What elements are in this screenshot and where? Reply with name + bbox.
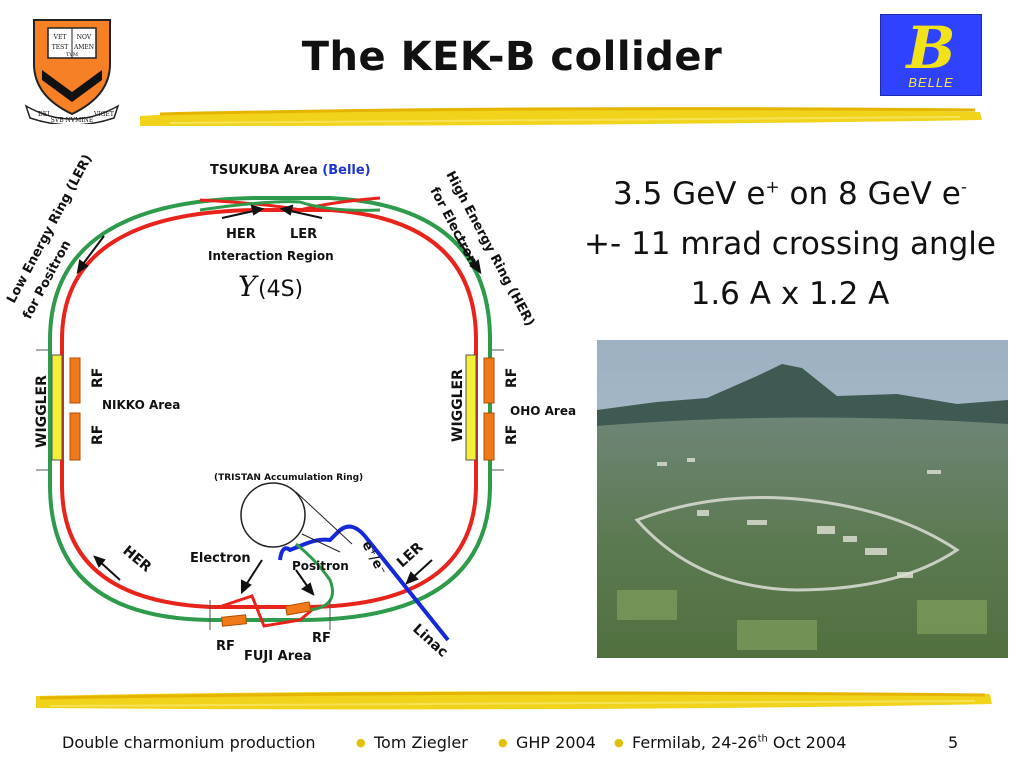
shield-book-text-2: NOV — [77, 34, 92, 41]
footer-talk-title: Double charmonium production — [62, 733, 316, 752]
shield-motto-3: VIGET — [93, 111, 114, 118]
footer-bullet-2: ● — [498, 736, 508, 749]
slide-footer: Double charmonium production ● Tom Ziegl… — [40, 733, 1000, 755]
shield-book-text-3: TEST — [52, 44, 69, 51]
rf-cavity-right-top — [483, 357, 495, 404]
kekb-ring-diagram: TSUKUBA Area (Belle) HER LER Interaction… — [4, 152, 576, 664]
beam-current-line: 1.6 A x 1.2 A — [690, 276, 890, 312]
rf-cavity-right-bottom — [483, 412, 495, 461]
electron-label: Electron — [190, 551, 251, 566]
tristan-label: (TRISTAN Accumulation Ring) — [214, 473, 363, 483]
rf-right-bottom-label: RF — [504, 425, 520, 445]
rf-cavity-fuji-right — [284, 601, 312, 616]
footer-separator-brush — [36, 691, 992, 710]
footer-bullet-3: ● — [614, 736, 624, 749]
upsilon-state: (4S) — [258, 277, 303, 302]
rf-cavity-fuji-left — [221, 614, 248, 627]
nikko-area-label: NIKKO Area — [102, 398, 180, 412]
footer-author: Tom Ziegler — [374, 733, 468, 752]
her-bottom-label: HER — [119, 543, 154, 576]
positron-injection-line — [295, 542, 334, 612]
fuji-area-label: FUJI Area — [244, 649, 312, 664]
wiggler-right-label: WIGGLER — [450, 369, 466, 442]
crossing-angle-line: +- 11 mrad crossing angle — [584, 226, 996, 262]
footer-conference: GHP 2004 — [516, 733, 596, 752]
aerial-photo — [597, 340, 1008, 658]
shield-motto-2: SVB NVMINE — [51, 117, 94, 124]
interaction-region-label: Interaction Region — [208, 249, 334, 263]
footer-bullet-1: ● — [356, 736, 366, 749]
her-top-label: HER — [226, 227, 256, 242]
positron-label: Positron — [292, 559, 349, 573]
title-underline-brush — [140, 107, 982, 126]
upsilon-symbol: Υ — [238, 270, 259, 303]
shield-book-text-5: TVM — [66, 52, 78, 58]
rf-cavity-left-bottom — [69, 412, 81, 461]
shield-book-text-4: AMEN — [73, 44, 94, 51]
rf-fuji-right-label: RF — [312, 631, 331, 646]
page-number: 5 — [948, 733, 959, 752]
tristan-ring — [240, 482, 306, 548]
rf-fuji-left-label: RF — [216, 639, 235, 654]
rf-left-top-label: RF — [90, 368, 106, 388]
belle-logo-text: BELLE — [908, 75, 954, 90]
shield-motto-1: DEI — [38, 111, 50, 118]
belle-logo-letter: B — [906, 14, 956, 82]
footer-place: Fermilab, 24-26th Oct 2004 — [632, 733, 847, 752]
rf-left-bottom-label: RF — [90, 425, 106, 445]
tsukuba-label: TSUKUBA Area (Belle) — [210, 163, 371, 178]
linac-label: Linac — [409, 621, 451, 661]
rf-right-top-label: RF — [504, 368, 520, 388]
rf-cavity-left-top — [69, 357, 81, 404]
electron-injection-line — [221, 594, 313, 628]
ler-bottom-label: LER — [394, 539, 427, 571]
wiggler-right — [465, 354, 477, 461]
belle-label: (Belle) — [322, 163, 370, 178]
beam-energy-line: 3.5 GeV e+ on 8 GeV e- — [613, 176, 967, 212]
shield-book-text-1: VET — [53, 34, 67, 41]
belle-logo: B BELLE — [880, 14, 982, 96]
slide-title: The KEK-B collider — [301, 34, 723, 80]
princeton-shield-logo: VET NOV TEST AMEN TVM DEI SVB NVMINE VIG… — [24, 19, 120, 124]
wiggler-left-label: WIGGLER — [34, 375, 50, 448]
ler-top-label: LER — [290, 227, 317, 242]
linac-line — [278, 524, 450, 642]
oho-area-label: OHO Area — [510, 404, 576, 418]
wiggler-left — [51, 354, 63, 461]
